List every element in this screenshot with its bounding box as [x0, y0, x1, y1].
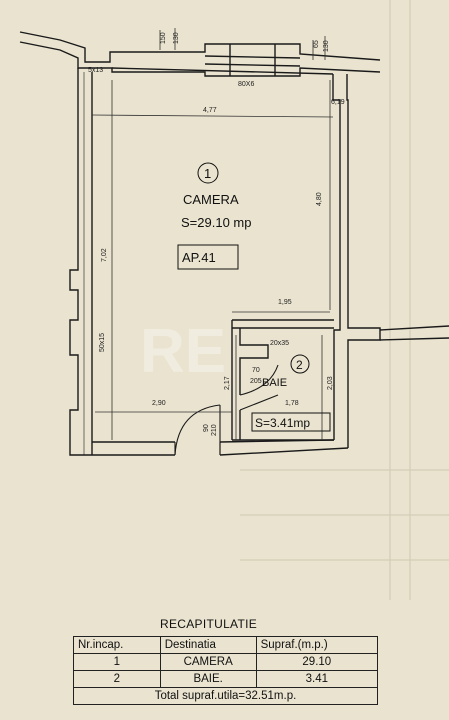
- dim-2-90: 2,90: [152, 400, 166, 407]
- watermark: RE: [140, 317, 226, 386]
- recap-header: Destinatia: [159, 636, 257, 654]
- dim-2-03: 2,03: [327, 376, 334, 390]
- recap-cell: 2: [73, 670, 161, 688]
- left-wall: [69, 68, 93, 456]
- entry-door: [174, 404, 221, 456]
- dim-2-17: 2,17: [224, 376, 231, 390]
- recap-cell: 1: [73, 653, 161, 671]
- room-number-2: 2: [296, 358, 303, 372]
- recap-cell: CAMERA: [159, 653, 257, 671]
- dim-20x35: 20x35: [270, 340, 289, 347]
- recap-cell: 29.10: [255, 653, 379, 671]
- recap-total: Total supraf.utila=32.51m.p.: [73, 687, 378, 705]
- dim-210: 210: [211, 424, 218, 436]
- dim-50x15: 50x15: [99, 333, 106, 352]
- dim-6-19: 6,19: [331, 99, 345, 106]
- dim-1-95: 1,95: [278, 299, 292, 306]
- room-area-camera: S=29.10 mp: [181, 215, 251, 230]
- apartment-label: AP.41: [182, 250, 216, 265]
- recap-title: RECAPITULATIE: [160, 617, 258, 631]
- dim-70: 70: [252, 367, 260, 374]
- dim-80x6: 80X6: [238, 81, 254, 88]
- recap-cell: BAIE.: [159, 670, 257, 688]
- background-grid: [240, 0, 449, 600]
- bathroom-door: [239, 364, 279, 411]
- right-wall: [332, 74, 449, 448]
- top-exterior-wall: [19, 31, 381, 77]
- room-area-baie: S=3.41mp: [255, 416, 310, 430]
- dim-5x13: 5x13: [88, 67, 103, 74]
- recap-header-row: Nr.incap. Destinatia Supraf.(m.p.): [73, 636, 379, 654]
- table-row: 2 BAIE. 3.41: [73, 670, 379, 688]
- room-name-camera: CAMERA: [183, 192, 239, 207]
- dim-4-80: 4,80: [316, 192, 323, 206]
- table-row: 1 CAMERA 29.10: [73, 653, 379, 671]
- dim-4-77: 4,77: [203, 107, 217, 114]
- bathroom-walls: [231, 319, 334, 441]
- dimension-labels: 150 130 65 130 5x13 80X6 6,19 4,77 4,80 …: [88, 32, 345, 436]
- dim-150: 150: [160, 32, 167, 44]
- recap-table: Nr.incap. Destinatia Supraf.(m.p.) 1 CAM…: [73, 636, 379, 705]
- dim-7-02: 7,02: [101, 248, 108, 262]
- recap-header: Supraf.(m.p.): [255, 636, 379, 654]
- room-baie: 2 BAIE S=3.41mp: [251, 354, 331, 432]
- dimension-lines: [91, 28, 334, 440]
- dim-1-78: 1,78: [285, 400, 299, 407]
- room-number-1: 1: [204, 166, 211, 181]
- dim-130-right: 130: [323, 40, 330, 52]
- dim-205: 205: [250, 378, 262, 385]
- dim-65: 65: [313, 40, 320, 48]
- recap-cell: 3.41: [255, 670, 379, 688]
- dim-130-top: 130: [173, 32, 180, 44]
- room-name-baie: BAIE: [262, 377, 287, 389]
- recap-header: Nr.incap.: [73, 636, 161, 654]
- recap-total-row: Total supraf.utila=32.51m.p.: [73, 687, 378, 705]
- room-camera: 1 CAMERA S=29.10 mp AP.41: [177, 162, 251, 270]
- dim-90: 90: [203, 424, 210, 432]
